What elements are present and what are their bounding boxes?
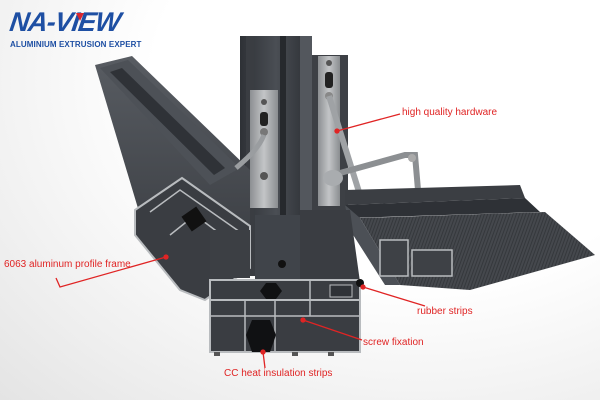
brand-logo: NA-VIEW ALUMINIUM EXTRUSION EXPERT — [8, 7, 142, 49]
frame-cross-section — [209, 210, 364, 356]
label-aluminum-profile-frame: 6063 aluminum profile frame — [4, 259, 131, 270]
label-high-quality-hardware: high quality hardware — [402, 107, 498, 118]
label-rubber-strips: rubber strips — [417, 306, 473, 317]
logo-tagline: ALUMINIUM EXTRUSION EXPERT — [10, 40, 142, 49]
label-heat-insulation-strips: CC heat insulation strips — [224, 368, 333, 379]
friction-stay-hinge-left — [234, 90, 278, 208]
friction-stay-hinge-right — [318, 56, 421, 206]
open-sash-right — [345, 185, 595, 290]
logo-red-triangle-icon — [76, 13, 84, 21]
label-screw-fixation: screw fixation — [363, 337, 424, 348]
annotation-lines — [55, 113, 426, 369]
